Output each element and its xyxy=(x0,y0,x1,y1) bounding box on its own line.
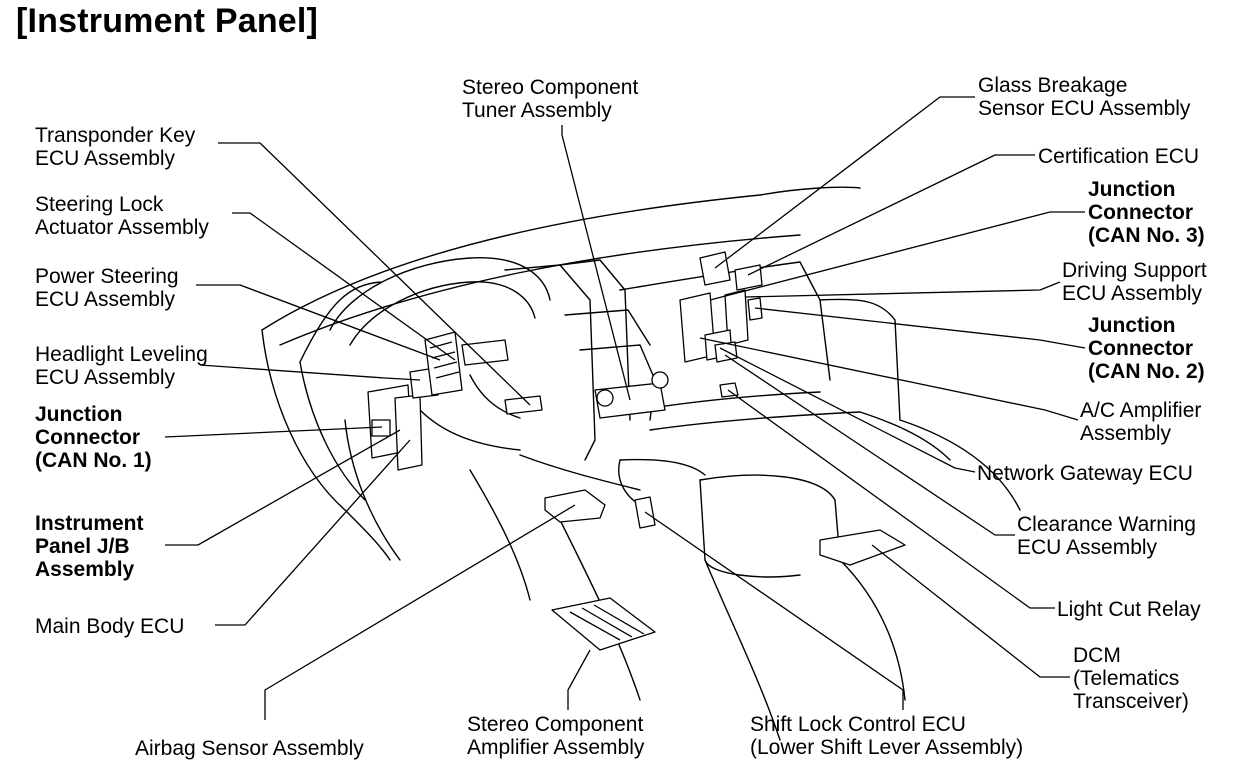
label-light-cut-relay: Light Cut Relay xyxy=(1057,598,1201,621)
leader-lines xyxy=(164,96,1086,720)
leader-glass-breakage xyxy=(714,96,975,269)
label-power-steering: Power Steering ECU Assembly xyxy=(35,265,179,311)
leader-certification-ecu xyxy=(747,154,1035,276)
label-instrument-panel-jb: Instrument Panel J/B Assembly xyxy=(35,512,144,581)
label-network-gateway: Network Gateway ECU xyxy=(977,462,1193,485)
dashboard-outline xyxy=(261,186,1021,741)
leader-airbag-sensor xyxy=(264,504,576,720)
label-dcm: DCM (Telematics Transceiver) xyxy=(1073,644,1189,713)
label-main-body-ecu: Main Body ECU xyxy=(35,615,185,638)
label-stereo-amplifier: Stereo Component Amplifier Assembly xyxy=(467,713,645,759)
leader-transponder-key xyxy=(218,142,531,406)
label-glass-breakage: Glass Breakage Sensor ECU Assembly xyxy=(978,74,1191,120)
leader-power-steering xyxy=(196,284,441,361)
label-driving-support: Driving Support ECU Assembly xyxy=(1062,259,1207,305)
label-clearance-warning: Clearance Warning ECU Assembly xyxy=(1017,513,1196,559)
leader-steering-lock xyxy=(232,212,456,361)
leader-junction-can3 xyxy=(709,211,1085,301)
leader-shift-lock xyxy=(644,511,904,710)
label-shift-lock: Shift Lock Control ECU (Lower Shift Leve… xyxy=(750,713,1024,759)
leader-ac-amplifier xyxy=(699,337,1079,421)
leader-network-gateway xyxy=(719,347,976,473)
leader-instrument-panel-jb xyxy=(165,429,401,546)
label-stereo-tuner: Stereo Component Tuner Assembly xyxy=(462,76,639,122)
leader-main-body-ecu xyxy=(215,439,411,626)
label-transponder-key: Transponder Key ECU Assembly xyxy=(35,124,196,170)
leader-junction-can1 xyxy=(164,426,383,438)
label-headlight-leveling: Headlight Leveling ECU Assembly xyxy=(35,343,208,389)
label-certification-ecu: Certification ECU xyxy=(1038,145,1200,168)
page-title: [Instrument Panel] xyxy=(16,2,319,40)
label-ac-amplifier: A/C Amplifier Assembly xyxy=(1080,399,1202,445)
leader-junction-can2 xyxy=(754,307,1086,349)
label-junction-connector-can2: Junction Connector (CAN No. 2) xyxy=(1088,314,1205,383)
label-steering-lock: Steering Lock Actuator Assembly xyxy=(35,193,209,239)
component-shapes xyxy=(367,251,906,651)
label-junction-connector-can3: Junction Connector (CAN No. 3) xyxy=(1088,178,1205,247)
leader-clearance-warning xyxy=(724,354,1015,536)
leader-light-cut-relay xyxy=(727,389,1055,609)
label-airbag-sensor: Airbag Sensor Assembly xyxy=(135,737,364,760)
leader-headlight-leveling xyxy=(199,364,421,381)
leader-stereo-tuner xyxy=(561,125,631,401)
leader-driving-support xyxy=(744,281,1061,298)
leader-stereo-amplifier xyxy=(567,649,591,710)
leader-dcm xyxy=(871,544,1070,678)
label-junction-connector-can1: Junction Connector (CAN No. 1) xyxy=(35,403,152,472)
